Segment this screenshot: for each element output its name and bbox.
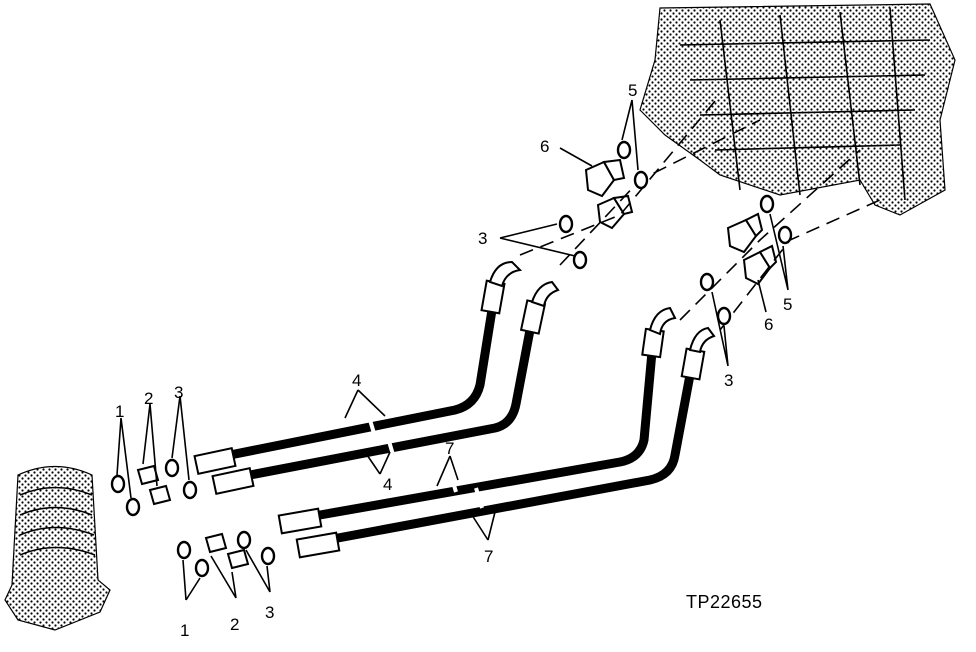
hose-break-marks: [368, 419, 484, 509]
callout-7-upper: 7: [445, 439, 454, 458]
callout-3-mid-right: 3: [724, 371, 733, 390]
callout-5-right: 5: [783, 295, 792, 314]
hose-4-lower: [211, 280, 560, 495]
callout-3-bottom: 3: [265, 603, 274, 622]
callout-6-right: 6: [764, 315, 773, 334]
elbow-fittings-upper: [584, 158, 778, 286]
callout-2-bottom: 2: [230, 615, 239, 634]
callout-4-upper: 4: [352, 371, 361, 390]
adapters: [136, 464, 250, 570]
hose-4-upper: [193, 260, 523, 475]
hose-7-upper: [277, 306, 677, 535]
callout-2-left: 2: [144, 389, 153, 408]
callout-4-lower: 4: [383, 475, 392, 494]
callout-3-left: 3: [174, 383, 183, 402]
callout-6-top: 6: [540, 137, 549, 156]
callout-1-left: 1: [115, 402, 124, 421]
callout-7-lower: 7: [484, 547, 493, 566]
leader-lines: [116, 99, 789, 601]
callout-1-bottom: 1: [180, 621, 189, 640]
control-valve: [639, 3, 956, 216]
o-rings: [110, 140, 793, 578]
hose-7-lower: [295, 326, 716, 559]
callout-3-mid-left: 3: [478, 229, 487, 248]
figure-id: TP22655: [686, 592, 763, 612]
callout-5-top: 5: [628, 81, 637, 100]
hydraulic-motor: [4, 466, 111, 631]
